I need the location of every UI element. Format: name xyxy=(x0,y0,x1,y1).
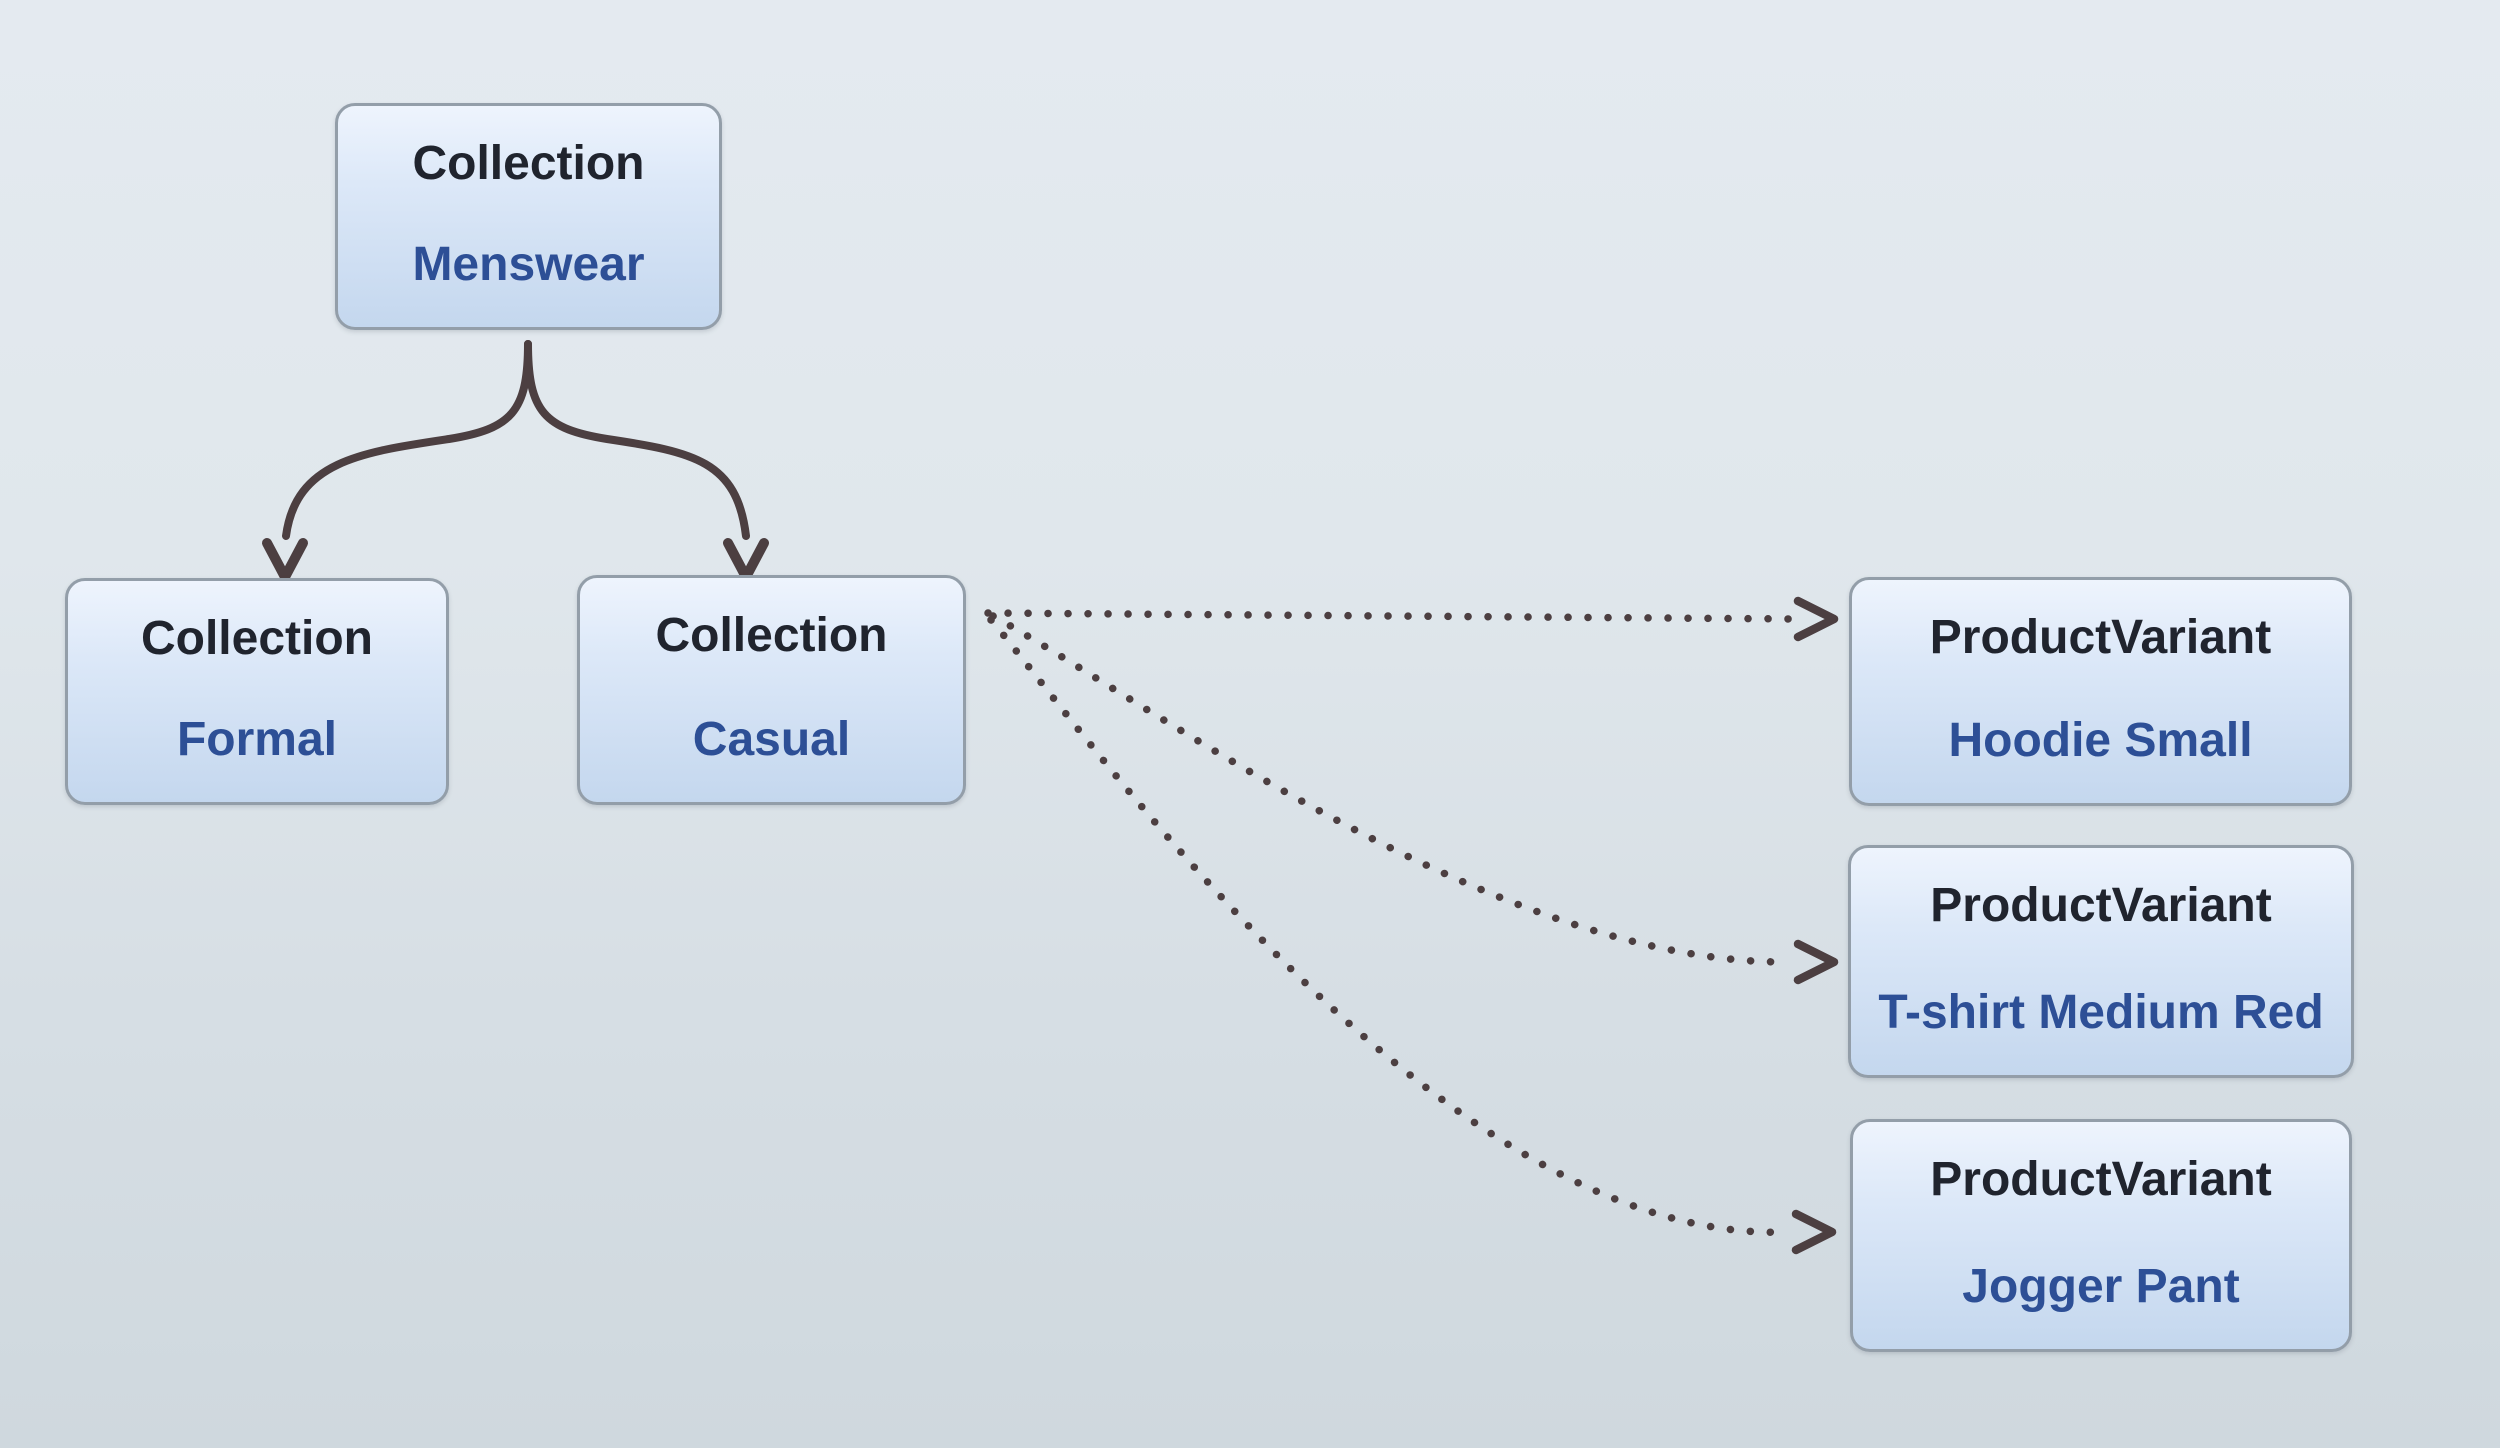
node-label: Hoodie Small xyxy=(1948,714,2253,767)
node-label: Casual xyxy=(692,713,851,766)
edge-dotted-line xyxy=(989,612,1794,966)
edge-menswear-to-formal xyxy=(262,340,532,582)
node-label: T-shirt Medium Red xyxy=(1878,986,2324,1039)
arrowhead-right-icon xyxy=(1793,939,1839,985)
edge-line xyxy=(524,340,750,540)
arrowhead-right-icon xyxy=(1791,1209,1837,1255)
edge-line xyxy=(282,340,532,540)
node-collection-formal: Collection Formal xyxy=(65,578,449,805)
node-label: Menswear xyxy=(412,238,645,291)
edge-casual-to-jogger-pant xyxy=(987,616,1837,1255)
node-label: Formal xyxy=(176,713,338,766)
node-collection-menswear: Collection Menswear xyxy=(335,103,722,330)
arrowhead-down-icon xyxy=(723,538,769,582)
node-type: Collection xyxy=(412,137,645,190)
edge-dotted-line xyxy=(984,609,1800,623)
node-productvariant-jogger-pant: ProductVariant Jogger Pant xyxy=(1850,1119,2352,1352)
node-type: ProductVariant xyxy=(1929,611,2272,664)
edge-casual-to-hoodie-small xyxy=(984,596,1839,642)
node-type: ProductVariant xyxy=(1930,1153,2272,1206)
node-productvariant-tshirt-medium-red: ProductVariant T-shirt Medium Red xyxy=(1848,845,2354,1078)
arrowhead-right-icon xyxy=(1793,596,1839,642)
node-type: Collection xyxy=(140,612,373,665)
edge-menswear-to-casual xyxy=(524,340,769,582)
node-type: Collection xyxy=(655,609,888,662)
arrowhead-down-icon xyxy=(262,538,308,582)
node-collection-casual: Collection Casual xyxy=(577,575,966,805)
node-productvariant-hoodie-small: ProductVariant Hoodie Small xyxy=(1849,577,2352,806)
edge-casual-to-tshirt-medium-red xyxy=(989,612,1839,985)
node-type: ProductVariant xyxy=(1930,879,2272,932)
node-label: Jogger Pant xyxy=(1962,1260,2240,1313)
edge-dotted-line xyxy=(987,616,1792,1236)
